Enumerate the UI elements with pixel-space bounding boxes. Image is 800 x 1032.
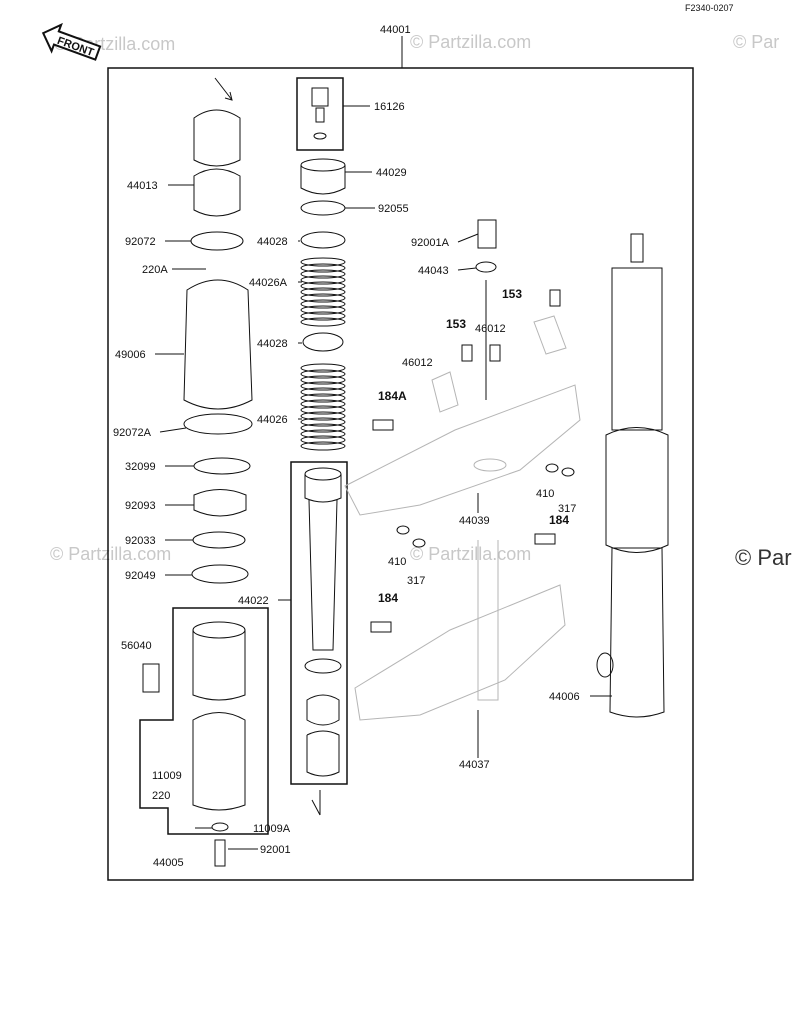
- callout-92001: 92001: [260, 844, 291, 856]
- figure-code: F2340-0207: [685, 3, 734, 13]
- watermark: © Partzilla.com: [410, 32, 531, 52]
- callout-44006: 44006: [549, 691, 580, 703]
- spring-coil: [300, 375, 346, 385]
- spring-coil: [300, 411, 346, 421]
- watermark: © Partzilla.com: [410, 544, 531, 564]
- callout-92001A: 92001A: [411, 237, 450, 249]
- cap-bolt-part: [311, 87, 329, 140]
- callout-44043: 44043: [418, 265, 449, 277]
- callout-44029: 44029: [376, 167, 407, 179]
- callout-92055: 92055: [378, 203, 409, 215]
- spring-coil: [300, 305, 346, 315]
- callout-44001: 44001: [380, 24, 411, 36]
- spring-coil: [300, 317, 346, 327]
- upper-triple-clamp: [344, 315, 581, 516]
- callout-44037: 44037: [459, 759, 490, 771]
- spring-coil: [300, 363, 346, 373]
- callout-153: 153: [502, 287, 522, 301]
- fasteners: [370, 219, 575, 633]
- lower-triple-clamp: [354, 540, 566, 721]
- spring-coil: [300, 435, 346, 445]
- callout-184A: 184A: [378, 389, 407, 403]
- callout-92072A: 92072A: [113, 427, 152, 439]
- callout-153: 153: [446, 317, 466, 331]
- callout-410: 410: [388, 556, 406, 568]
- outer-tube-box: [139, 607, 269, 835]
- complete-fork-part: [596, 233, 669, 718]
- spring-coil: [300, 263, 346, 273]
- callout-92033: 92033: [125, 535, 156, 547]
- callout-44026: 44026: [257, 414, 288, 426]
- callout-184: 184: [378, 591, 398, 605]
- callout-220: 220: [152, 790, 170, 802]
- cap-bolt-box: [296, 77, 344, 151]
- inner-tube-part: [304, 467, 342, 777]
- callout-44039: 44039: [459, 515, 490, 527]
- callout-11009: 11009: [152, 770, 182, 782]
- spring-coil: [300, 269, 346, 279]
- inner-tube-box: [290, 461, 348, 785]
- watermark: © Par: [735, 545, 792, 570]
- spring-coil: [300, 405, 346, 415]
- spring-coil: [300, 393, 346, 403]
- callout-46012: 46012: [475, 323, 506, 335]
- fork-spring-stack: [300, 158, 346, 451]
- spring-coil: [300, 275, 346, 285]
- spring-coil: [300, 369, 346, 379]
- callout-56040: 56040: [121, 640, 152, 652]
- callout-92072: 92072: [125, 236, 156, 248]
- drain-bolt-part: [211, 822, 229, 867]
- spring-coil: [300, 441, 346, 451]
- callout-44022: 44022: [238, 595, 269, 607]
- callout-92093: 92093: [125, 500, 156, 512]
- front-arrow-icon: FRONT: [41, 22, 102, 61]
- callout-labels: 44001 16126 44029 92055 44028 44026A 440…: [113, 24, 580, 869]
- spring-coil: [300, 429, 346, 439]
- spring-coil: [300, 381, 346, 391]
- watermark: © Partzilla.com: [50, 544, 171, 564]
- spring-coil: [300, 423, 346, 433]
- callout-32099: 32099: [125, 461, 156, 473]
- callout-49006: 49006: [115, 349, 146, 361]
- callout-92049: 92049: [125, 570, 156, 582]
- callout-11009A: 11009A: [253, 823, 291, 835]
- outer-tube-part: [142, 621, 246, 811]
- callout-44013: 44013: [127, 180, 158, 192]
- callout-317: 317: [558, 503, 576, 515]
- callout-410: 410: [536, 488, 554, 500]
- assembly-frame: [107, 67, 694, 881]
- callout-44026A: 44026A: [249, 277, 288, 289]
- callout-184: 184: [549, 513, 569, 527]
- spring-coil: [300, 287, 346, 297]
- spring-coil: [300, 299, 346, 309]
- spring-coil: [300, 311, 346, 321]
- direction-arrows: [214, 77, 321, 816]
- callout-317: 317: [407, 575, 425, 587]
- spring-coil: [300, 417, 346, 427]
- callout-16126: 16126: [374, 101, 405, 113]
- leader-lines: [155, 105, 612, 850]
- spring-coil: [300, 399, 346, 409]
- spring-coil: [300, 281, 346, 291]
- spring-coil: [300, 387, 346, 397]
- callout-44005: 44005: [153, 857, 184, 869]
- callout-44028: 44028: [257, 338, 288, 350]
- fork-boot-stack: [183, 109, 253, 584]
- spring-coil: [300, 257, 346, 267]
- spring-coil: [300, 293, 346, 303]
- watermark: © Par: [733, 32, 779, 52]
- callout-46012: 46012: [402, 357, 433, 369]
- callout-44028: 44028: [257, 236, 288, 248]
- callout-220A: 220A: [142, 264, 168, 276]
